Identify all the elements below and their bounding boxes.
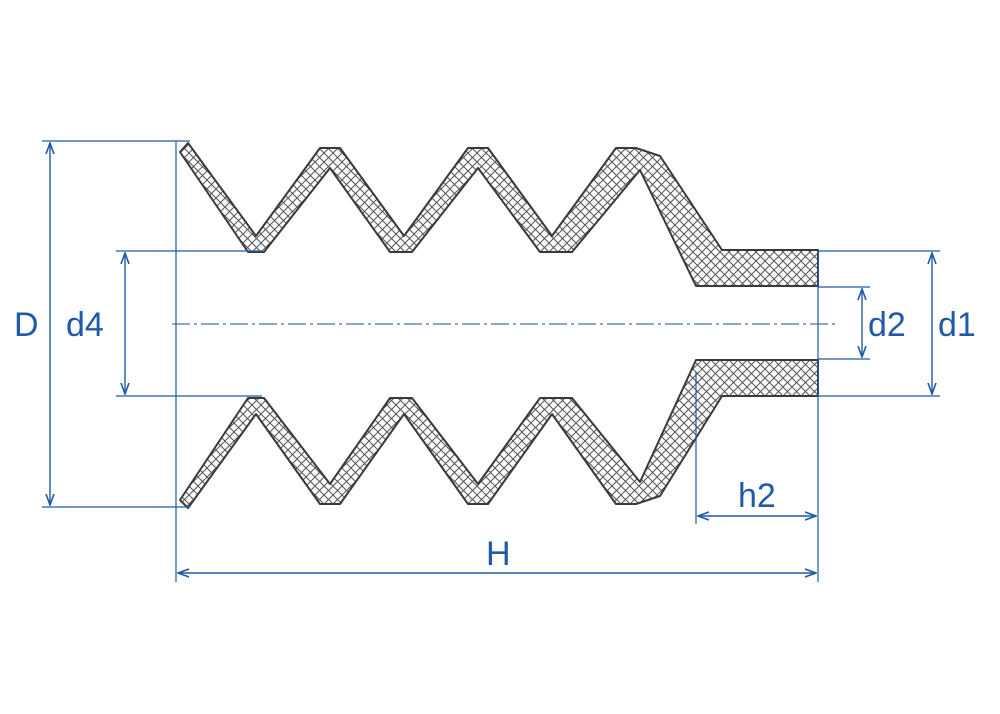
label-d2: d2 bbox=[868, 306, 906, 344]
label-H: H bbox=[486, 535, 511, 573]
label-D: D bbox=[14, 306, 39, 344]
label-d1: d1 bbox=[938, 306, 976, 344]
upper-bellows-wall bbox=[179, 142, 819, 287]
lower-bellows-wall bbox=[179, 359, 819, 509]
label-d4: d4 bbox=[66, 306, 104, 344]
extension-lines bbox=[42, 140, 940, 582]
dimension-lines bbox=[50, 143, 932, 573]
label-h2: h2 bbox=[738, 477, 776, 515]
